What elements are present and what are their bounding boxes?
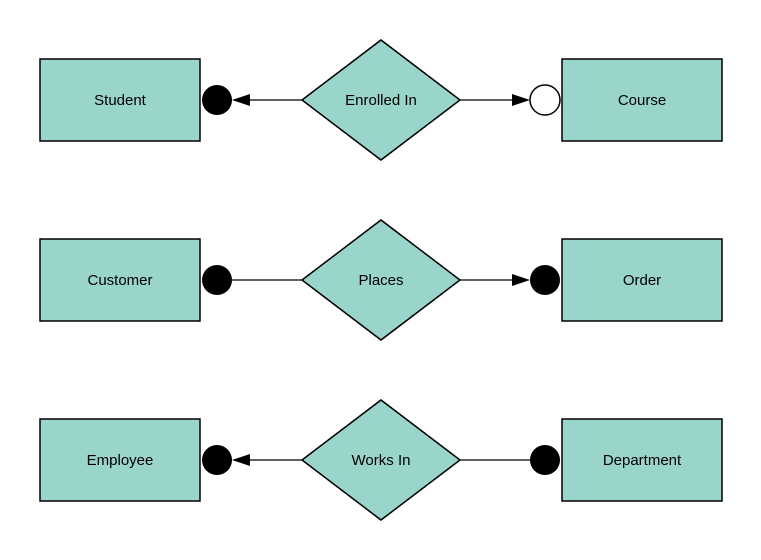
entity-label-customer: Customer [87,272,152,289]
entity-box-employee [39,418,201,502]
cardinality-dot-filled-icon [530,445,560,475]
relationship-label-works-in: Works In [352,452,411,469]
entity-box-customer [39,238,201,322]
cardinality-dot-filled-icon [202,445,232,475]
er-row-customer-order: Customer Places Order [39,219,723,341]
entity-label-student: Student [94,92,147,109]
entity-box-course [561,58,723,142]
cardinality-dot-open-icon [529,84,561,116]
arrowhead-right-icon [512,274,530,286]
relationship-label-enrolled-in: Enrolled In [345,92,417,109]
er-row-employee-department: Employee Works In Department [39,399,723,521]
entity-label-order: Order [623,272,661,289]
arrowhead-right-icon [512,94,530,106]
entity-label-course: Course [618,92,666,109]
entity-label-employee: Employee [87,452,154,469]
cardinality-dot-filled-icon [530,265,560,295]
entity-box-department [561,418,723,502]
er-row-student-course: Student Enrolled In Course [39,39,723,161]
entity-label-department: Department [603,452,682,469]
arrowhead-left-icon [232,454,250,466]
cardinality-dot-filled-icon [202,85,232,115]
entity-box-order [561,238,723,322]
relationship-label-places: Places [358,272,403,289]
cardinality-dot-filled-icon [202,265,232,295]
arrowhead-left-icon [232,94,250,106]
entity-box-student [39,58,201,142]
